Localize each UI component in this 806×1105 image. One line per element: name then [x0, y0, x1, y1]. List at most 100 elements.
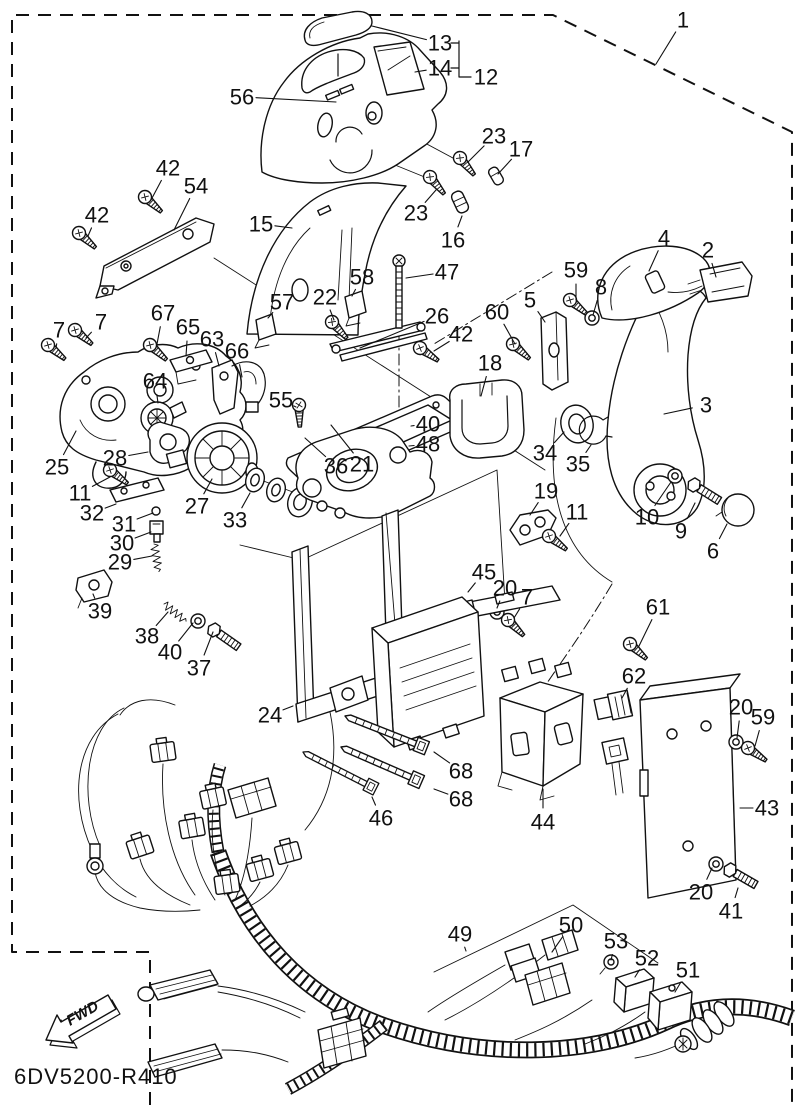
leader-line: [293, 405, 297, 408]
leader-line: [87, 227, 93, 237]
callout-14: 14: [414, 56, 452, 81]
callout-34: 34: [533, 431, 565, 466]
part-number-label: 48: [416, 432, 440, 457]
callout-45: 45: [467, 560, 496, 593]
leader-line: [655, 31, 677, 65]
callout-18: 18: [478, 351, 502, 397]
callout-44: 44: [531, 788, 555, 835]
part-63: [211, 359, 239, 415]
cover-15: [246, 182, 407, 336]
leader-line: [592, 299, 598, 316]
flat-connector-1: [137, 969, 219, 1002]
part-number-label: 26: [425, 304, 449, 329]
part-number-label: 55: [269, 388, 293, 413]
big-multipin-connector: [317, 1007, 367, 1069]
clip-30: [149, 520, 164, 543]
leader-line: [274, 225, 293, 229]
part-number-label: 7: [95, 310, 107, 335]
part-number-label: 28: [103, 446, 127, 471]
callout-20: 20: [493, 576, 517, 609]
leader-line: [529, 502, 539, 516]
callout-26: 26: [359, 304, 449, 349]
part-number-label: 16: [441, 228, 465, 253]
part-number-label: 31: [112, 512, 136, 537]
callout-62: 62: [621, 664, 646, 699]
callout-61: 61: [638, 595, 670, 647]
part-number-label: 7: [521, 585, 533, 610]
leader-line: [91, 476, 111, 487]
part-number-label: 40: [158, 640, 182, 665]
part-number-label: 59: [751, 705, 775, 730]
part-number-label: 22: [313, 285, 337, 310]
part-number-label: 25: [45, 455, 69, 480]
part-number-label: 53: [604, 929, 628, 954]
leader-line: [156, 326, 161, 345]
leader-line: [408, 444, 415, 447]
part-number-label: 42: [85, 203, 109, 228]
leader-line: [634, 969, 641, 978]
leader-line: [497, 158, 513, 175]
diagram-part-code: 6DV5200-R410: [14, 1064, 178, 1089]
connector-51: [647, 981, 693, 1031]
leader-line: [92, 593, 96, 599]
callout-60: 60: [485, 300, 516, 345]
connector-50-a: [504, 943, 541, 983]
part-66: [231, 361, 266, 413]
part-number-label: 32: [80, 501, 104, 526]
leader-line: [424, 189, 437, 203]
part-number-label: 42: [156, 156, 180, 181]
part-number-label: 11: [566, 500, 589, 525]
part-26-link: [329, 321, 428, 362]
plate-32: [109, 477, 165, 503]
leader-line: [496, 600, 501, 609]
leader-line: [654, 481, 672, 507]
callout-33: 33: [223, 492, 251, 533]
multipin-connector: [227, 777, 277, 819]
part-number-label: 1: [677, 8, 689, 33]
bolt-41: [720, 860, 760, 892]
callout-19: 19: [529, 479, 558, 516]
plate-65: [169, 349, 213, 385]
callout-20: 20: [689, 867, 713, 905]
leader-line: [304, 437, 327, 458]
leader-line: [718, 523, 728, 540]
callout-58: 58: [350, 265, 374, 297]
callout-48: 48: [408, 432, 440, 457]
callout-8: 8: [592, 275, 607, 316]
part-number-label: 24: [258, 703, 282, 728]
part-number-label: 13: [428, 31, 452, 56]
cap-6: [715, 493, 755, 527]
part-number-label: 23: [482, 124, 506, 149]
leader-line: [241, 492, 251, 509]
pin-31: [151, 506, 161, 516]
callout-13: 13: [371, 25, 452, 56]
part-number-label: 11: [69, 481, 92, 506]
callout-50: 50: [551, 913, 583, 953]
leader-line: [433, 751, 451, 764]
leader-line: [239, 364, 243, 378]
screw-23-b: [420, 167, 450, 199]
callout-42: 42: [85, 203, 109, 237]
part-number-label: 9: [675, 519, 687, 544]
part-number-label: 34: [533, 441, 557, 466]
part-number-label: 40: [416, 412, 440, 437]
part-number-label: 35: [566, 452, 590, 477]
grip-switch: [644, 270, 666, 294]
part-number-label: 50: [559, 913, 583, 938]
callout-52: 52: [634, 946, 659, 978]
callout-42: 42: [150, 156, 180, 201]
connector-50-b: [541, 929, 579, 961]
bolt-37: [204, 620, 244, 654]
leader-line: [267, 311, 274, 319]
part-number-label: 21: [350, 452, 374, 477]
leader-line: [330, 424, 354, 454]
part-number-label: 15: [249, 212, 273, 237]
callout-7: 7: [513, 585, 533, 619]
part-number-label: 29: [108, 550, 132, 575]
part-number-label: 58: [350, 265, 374, 290]
leader-line: [754, 729, 760, 747]
dashed-frame-border: [11, 14, 793, 1105]
corrugated-tube-main: [209, 849, 795, 1059]
holder-28: [147, 421, 191, 469]
leader-line: [638, 619, 653, 647]
